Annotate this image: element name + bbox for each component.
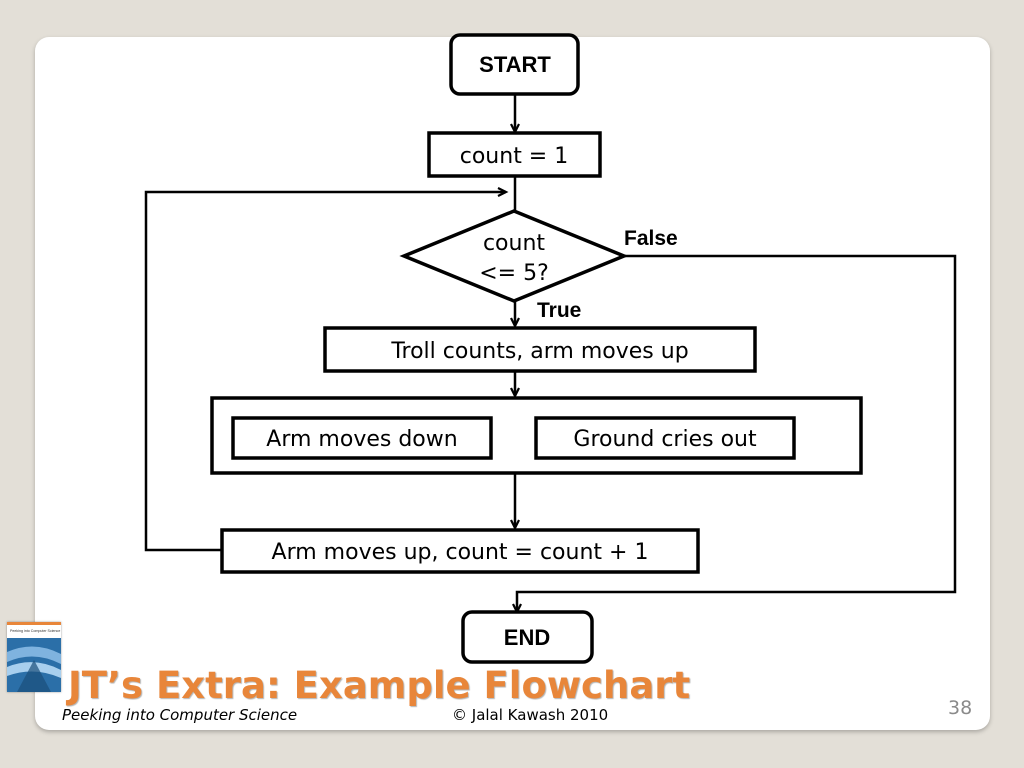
start-label: START [479, 52, 551, 77]
parallel-group: Arm moves down Ground cries out [210, 396, 863, 475]
footer-copyright: © Jalal Kawash 2010 [452, 706, 609, 724]
ground-cries-out-label: Ground cries out [573, 427, 757, 452]
ground-cries-out-box [534, 416, 796, 460]
arm-moves-down-box [231, 416, 493, 460]
update-label: Arm moves up, count = count + 1 [272, 540, 649, 565]
start-node: START [449, 33, 580, 96]
edge-false-to-end [512, 254, 957, 615]
init-node: count = 1 [427, 131, 602, 178]
page-number: 38 [948, 697, 973, 719]
end-label: END [504, 625, 550, 650]
footer-course-name: Peeking into Computer Science [62, 706, 298, 724]
decision-text-line2: <= 5? [479, 261, 549, 286]
true-label: True [537, 299, 581, 322]
troll-counts-label: Troll counts, arm moves up [390, 339, 688, 364]
book-cover-image: Peeking into Computer Science [7, 622, 61, 692]
end-node: END [461, 610, 594, 664]
arm-moves-down-label: Arm moves down [266, 427, 457, 452]
decision-text-line1: count [483, 231, 545, 256]
decision-node: count <= 5? [399, 209, 629, 303]
false-label: False [624, 227, 678, 250]
init-label: count = 1 [460, 144, 569, 169]
troll-counts-node: Troll counts, arm moves up [323, 326, 757, 373]
edge-loop-back [144, 187, 509, 552]
slide-title: JT’s Extra: Example Flowchart [68, 664, 691, 707]
update-node: Arm moves up, count = count + 1 [220, 528, 700, 574]
book-cover-title: Peeking into Computer Science [10, 629, 60, 633]
